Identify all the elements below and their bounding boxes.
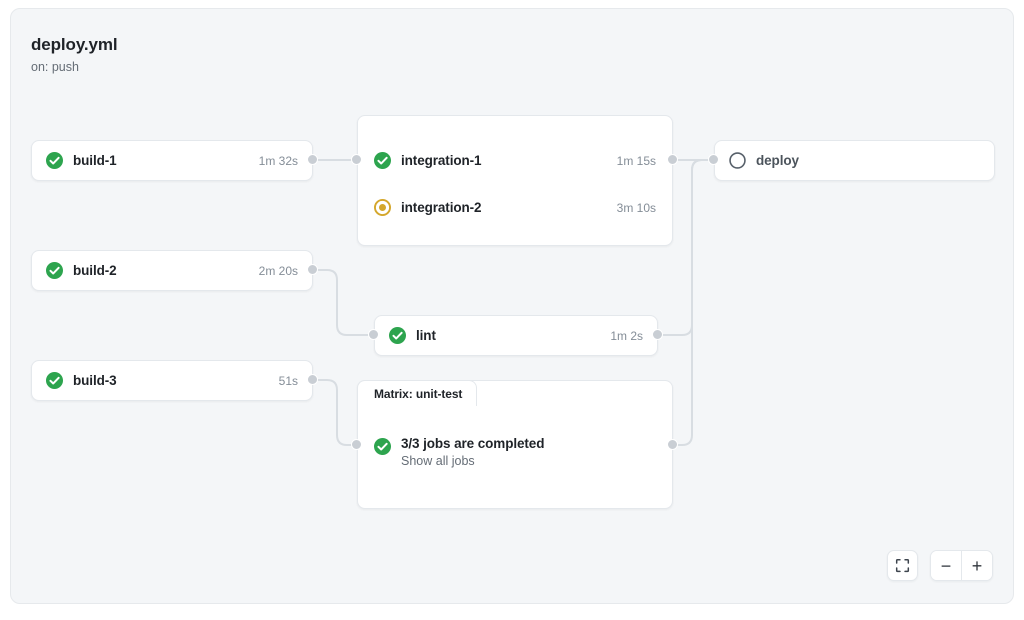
group-matrix-label: Matrix: unit-test bbox=[357, 380, 478, 406]
fit-screen-icon bbox=[895, 558, 910, 573]
group-integration[interactable]: integration-1 1m 15s integration-2 3m 10… bbox=[357, 115, 673, 246]
edge-build2-lint bbox=[312, 269, 377, 336]
node-integration-1[interactable]: integration-1 1m 15s bbox=[374, 152, 656, 169]
workflow-title: deploy.yml bbox=[31, 35, 118, 54]
port-integration-in[interactable] bbox=[351, 154, 362, 165]
node-duration: 3m 10s bbox=[616, 200, 656, 215]
node-build-1[interactable]: build-1 1m 32s bbox=[31, 140, 313, 181]
node-label: deploy bbox=[756, 153, 799, 168]
port-build-3-out[interactable] bbox=[307, 374, 318, 385]
in-progress-icon bbox=[374, 199, 391, 216]
zoom-control-group: − + bbox=[930, 550, 993, 581]
group-matrix[interactable]: Matrix: unit-test 3/3 jobs are completed… bbox=[357, 380, 673, 509]
edge-matrix-deploy bbox=[672, 159, 718, 446]
node-label: integration-2 bbox=[401, 200, 482, 215]
edge-build3-matrix bbox=[312, 379, 360, 446]
pending-circle-icon bbox=[729, 152, 746, 169]
check-circle-icon bbox=[374, 438, 391, 455]
node-duration: 51s bbox=[278, 373, 298, 388]
show-all-jobs-link[interactable]: Show all jobs bbox=[401, 454, 475, 468]
port-integration-out[interactable] bbox=[667, 154, 678, 165]
check-circle-icon bbox=[46, 372, 63, 389]
edge-layer bbox=[312, 159, 718, 446]
node-label: build-2 bbox=[73, 263, 117, 278]
node-build-2[interactable]: build-2 2m 20s bbox=[31, 250, 313, 291]
workflow-trigger: on: push bbox=[31, 60, 79, 74]
fit-to-screen-button[interactable] bbox=[887, 550, 918, 581]
matrix-summary-text: 3/3 jobs are completed bbox=[401, 436, 545, 451]
node-build-3[interactable]: build-3 51s bbox=[31, 360, 313, 401]
port-deploy-in[interactable] bbox=[708, 154, 719, 165]
node-integration-2[interactable]: integration-2 3m 10s bbox=[374, 199, 656, 216]
check-circle-icon bbox=[389, 327, 406, 344]
port-build-1-out[interactable] bbox=[307, 154, 318, 165]
node-duration: 1m 32s bbox=[258, 153, 298, 168]
port-matrix-in[interactable] bbox=[351, 439, 362, 450]
node-label: build-1 bbox=[73, 153, 117, 168]
node-duration: 1m 2s bbox=[610, 328, 643, 343]
matrix-summary-row[interactable]: 3/3 jobs are completed Show all jobs bbox=[374, 436, 544, 468]
zoom-out-button[interactable]: − bbox=[931, 551, 961, 580]
node-duration: 1m 15s bbox=[616, 153, 656, 168]
zoom-in-button[interactable]: + bbox=[961, 551, 992, 580]
port-build-2-out[interactable] bbox=[307, 264, 318, 275]
node-duration: 2m 20s bbox=[258, 263, 298, 278]
check-circle-icon bbox=[374, 152, 391, 169]
node-deploy[interactable]: deploy bbox=[714, 140, 995, 181]
node-lint[interactable]: lint 1m 2s bbox=[374, 315, 658, 356]
node-label: build-3 bbox=[73, 373, 117, 388]
check-circle-icon bbox=[46, 152, 63, 169]
check-circle-icon bbox=[46, 262, 63, 279]
port-matrix-out[interactable] bbox=[667, 439, 678, 450]
port-lint-in[interactable] bbox=[368, 329, 379, 340]
workflow-header: deploy.yml on: push bbox=[31, 34, 118, 76]
canvas-controls: − + bbox=[887, 550, 993, 581]
node-label: integration-1 bbox=[401, 153, 482, 168]
workflow-canvas[interactable]: deploy.yml on: push build-1 1m 32s build… bbox=[10, 8, 1014, 604]
node-label: lint bbox=[416, 328, 436, 343]
port-lint-out[interactable] bbox=[652, 329, 663, 340]
